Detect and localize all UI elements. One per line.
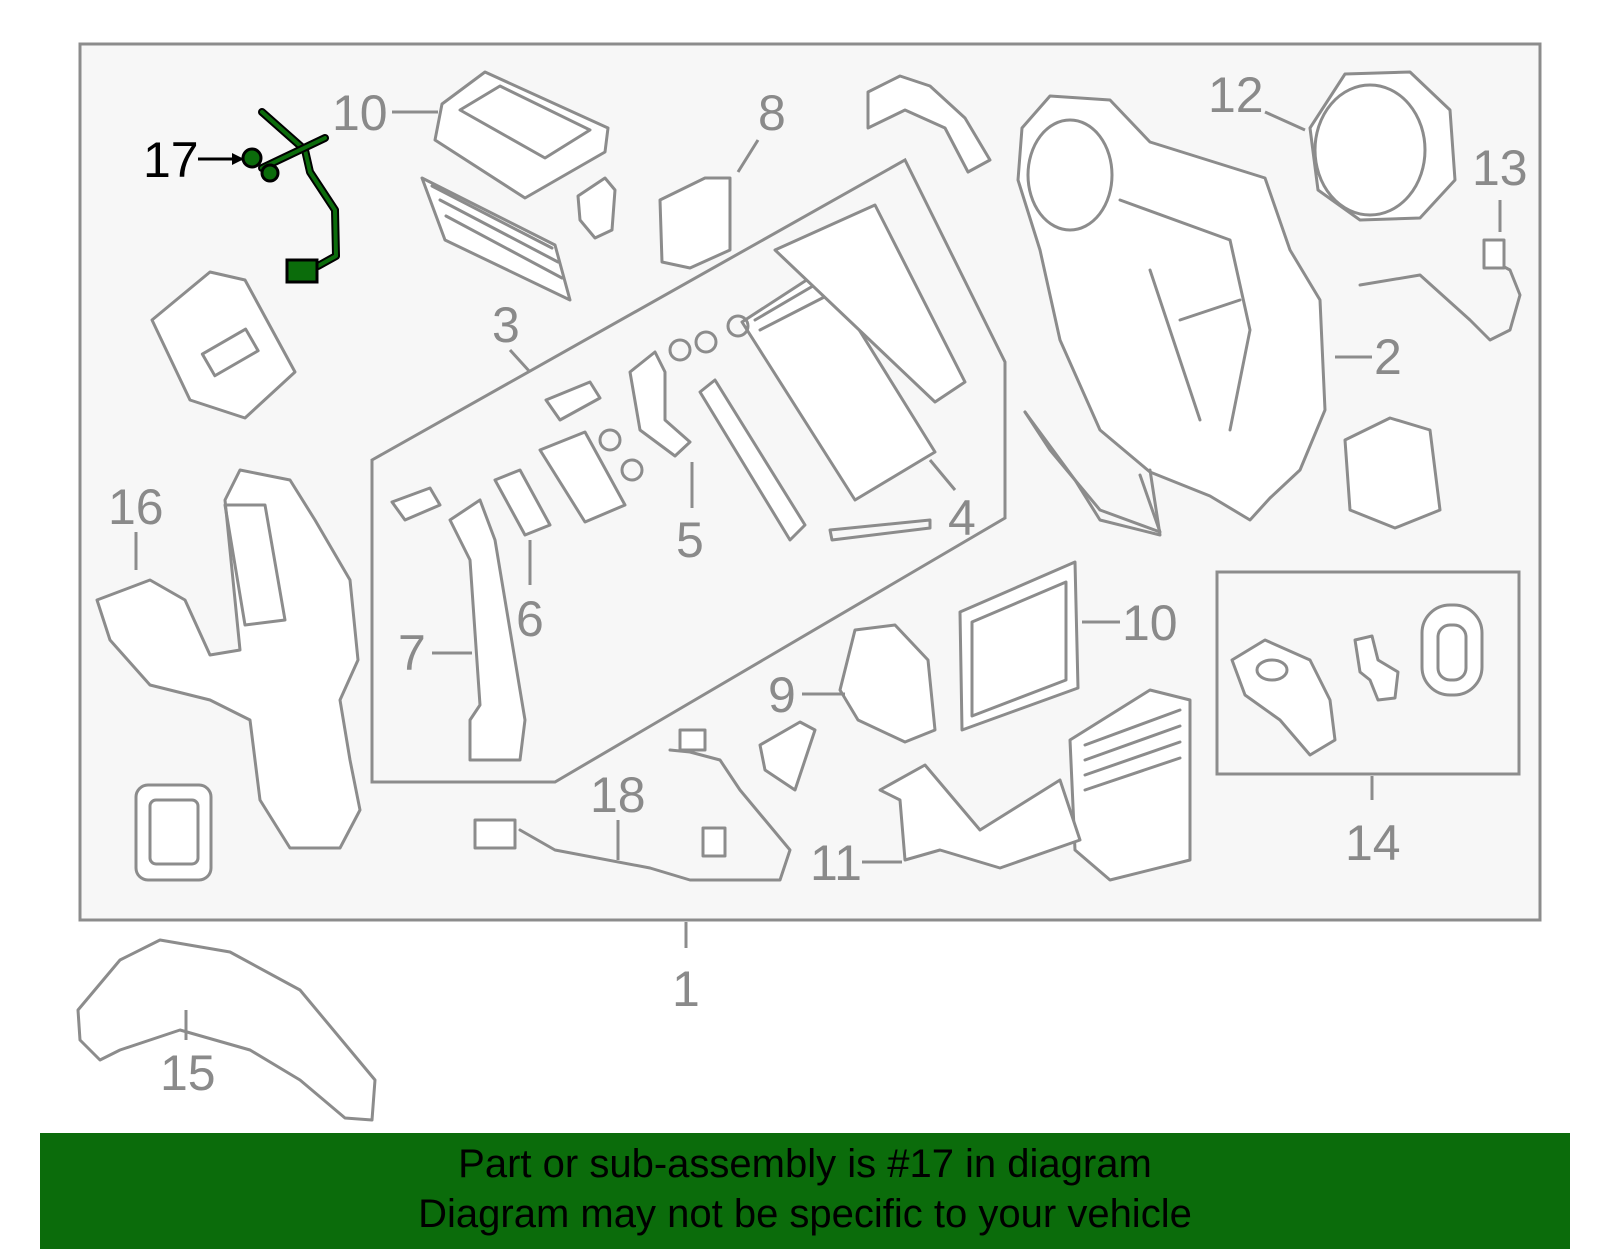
- callout-13: 13: [1472, 140, 1528, 196]
- callout-3: 3: [492, 297, 520, 353]
- part-evap-seal[interactable]: [773, 203, 967, 542]
- leader-12: [1264, 110, 1306, 132]
- part-17-harness[interactable]: [241, 108, 340, 284]
- callout-4: 4: [948, 490, 976, 546]
- callout-5: 5: [676, 512, 704, 568]
- part-10-filter-lower[interactable]: [958, 560, 1080, 732]
- part-blower-housing[interactable]: [866, 74, 992, 174]
- part-2-case[interactable]: [1016, 94, 1327, 534]
- part-8-actuator[interactable]: [576, 176, 732, 270]
- part-6-block[interactable]: [390, 380, 644, 537]
- callout-1: 1: [672, 961, 700, 1017]
- callout-12: 12: [1208, 67, 1264, 123]
- callout-17: 17: [143, 132, 199, 188]
- leader-3: [508, 348, 532, 374]
- part-panel-left[interactable]: [150, 270, 297, 420]
- callout-8: 8: [758, 85, 786, 141]
- part-11-heater-core[interactable]: [878, 688, 1192, 882]
- subassembly-box-3: [370, 157, 1007, 784]
- leader-8: [736, 139, 760, 173]
- callout-11: 11: [810, 835, 862, 891]
- callout-2: 2: [1374, 329, 1402, 385]
- part-16-duct[interactable]: [95, 468, 362, 850]
- part-5-seal[interactable]: [628, 314, 807, 542]
- callout-7: 7: [398, 625, 426, 681]
- subassembly-box-14: [1215, 570, 1521, 776]
- part-drain-tube[interactable]: [1023, 410, 1162, 537]
- callout-18: 18: [590, 767, 646, 823]
- callout-10-lower: 10: [1122, 595, 1178, 651]
- part-actuator-right[interactable]: [1343, 416, 1442, 530]
- callout-9: 9: [768, 667, 796, 723]
- callout-10-top: 10: [332, 85, 388, 141]
- info-banner: Part or sub-assembly is #17 in diagram D…: [40, 1133, 1570, 1249]
- callout-14: 14: [1345, 815, 1401, 871]
- part-12-blower-motor[interactable]: [1308, 70, 1457, 222]
- part-7-pipe[interactable]: [448, 498, 527, 762]
- part-14-kit[interactable]: [1230, 603, 1484, 757]
- part-13-harness[interactable]: [1358, 238, 1522, 342]
- banner-line-1: Part or sub-assembly is #17 in diagram: [458, 1142, 1152, 1186]
- part-15-duct[interactable]: [76, 938, 377, 1122]
- callout-15: 15: [160, 1045, 216, 1101]
- banner-line-2: Diagram may not be specific to your vehi…: [418, 1192, 1192, 1236]
- callout-6: 6: [516, 591, 544, 647]
- callout-16: 16: [108, 479, 164, 535]
- part-10-filter-top[interactable]: [420, 70, 610, 302]
- leader-4: [928, 459, 957, 491]
- part-18-harness[interactable]: [473, 728, 792, 882]
- part-gasket-left[interactable]: [134, 783, 213, 882]
